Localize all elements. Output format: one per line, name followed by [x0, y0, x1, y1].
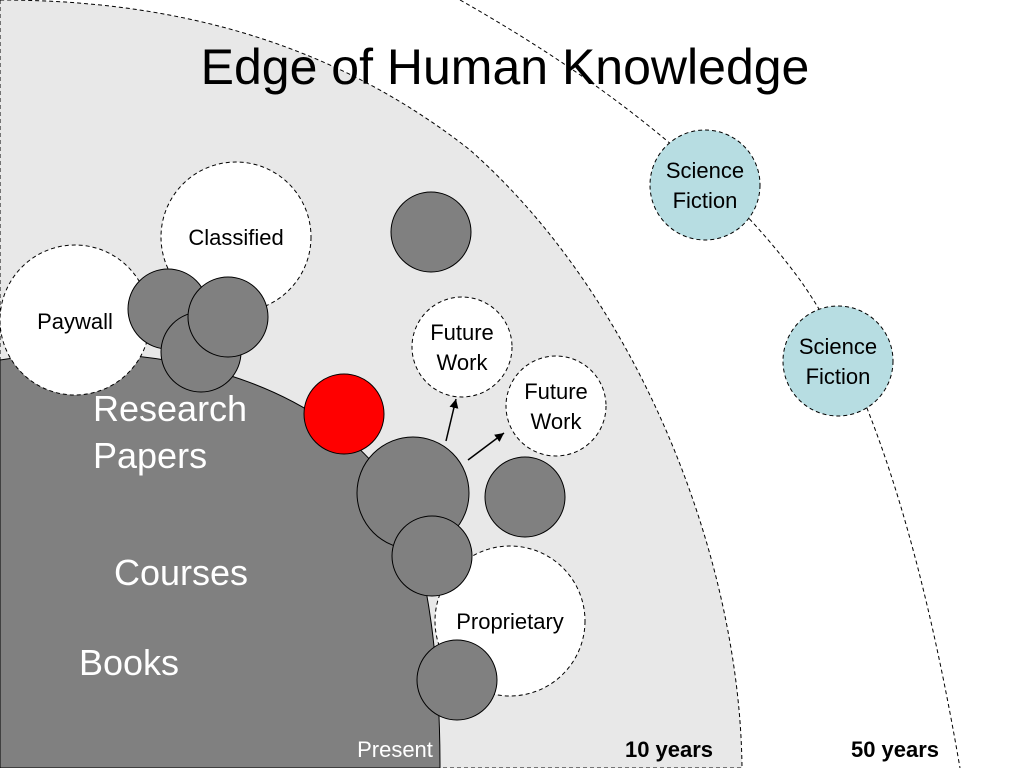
future-work-1-line-2: Work: [437, 350, 489, 375]
page-title: Edge of Human Knowledge: [201, 39, 810, 95]
research-label: Research: [93, 388, 247, 429]
arrow-to-future-work-1: [445, 398, 459, 442]
arrow-to-future-work-2: [467, 432, 505, 461]
future-work-1-line-1: Future: [430, 320, 494, 345]
science-fiction-bubble-2: [782, 305, 894, 417]
future-work-bubble-2: [505, 355, 607, 457]
paywall-label: Paywall: [37, 309, 113, 334]
future-work-bubble-1: [411, 296, 513, 398]
future-work-2-line-1: Future: [524, 379, 588, 404]
books-label: Books: [79, 642, 179, 683]
future-work-2-line-2: Work: [531, 409, 583, 434]
science-fiction-1-line-2: Fiction: [673, 188, 738, 213]
classified-bubble: [160, 161, 312, 313]
knowledge-bubble: [484, 456, 566, 538]
papers-label: Papers: [93, 435, 207, 476]
knowledge-bubble: [390, 191, 472, 273]
ten-years-label: 10 years: [625, 737, 713, 762]
knowledge-bubble: [391, 515, 473, 597]
science-fiction-1-line-1: Science: [666, 158, 744, 183]
fifty-years-arc: [459, 0, 961, 768]
courses-label: Courses: [114, 552, 248, 593]
science-fiction-bubble-1: [649, 129, 761, 241]
science-fiction-2-line-1: Science: [799, 334, 877, 359]
classified-label: Classified: [188, 225, 283, 250]
knowledge-bubble: [187, 276, 269, 358]
highlighted-bubble: [303, 373, 385, 455]
fifty-years-label: 50 years: [851, 737, 939, 762]
present-label: Present: [357, 737, 433, 762]
proprietary-label: Proprietary: [456, 609, 564, 634]
science-fiction-2-line-2: Fiction: [806, 364, 871, 389]
knowledge-bubble: [416, 639, 498, 721]
